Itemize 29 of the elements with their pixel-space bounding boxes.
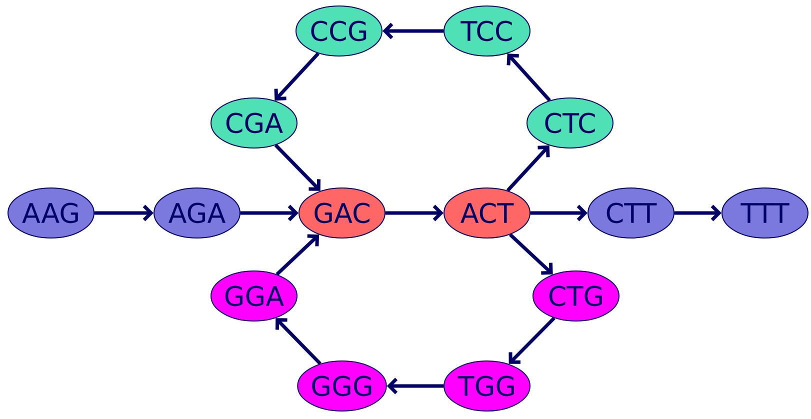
sequence-node: CCG <box>296 6 382 56</box>
sequence-node: CTG <box>532 270 620 322</box>
sequence-node: GGG <box>297 360 387 412</box>
sequence-node: TGG <box>444 360 530 412</box>
arrow <box>508 316 556 364</box>
arrow <box>530 204 588 222</box>
sequence-node: CGA <box>210 98 298 148</box>
arrow <box>274 52 320 101</box>
sequence-node: TCC <box>444 6 530 56</box>
sequence-node: CTT <box>588 188 674 238</box>
arrow <box>94 204 154 222</box>
sequence-node: TTT <box>722 188 808 238</box>
sequence-node: AGA <box>154 188 240 238</box>
sequence-node: CTC <box>526 98 614 148</box>
arrow <box>386 204 444 222</box>
arrow <box>386 378 444 394</box>
sequence-node: GAC <box>298 188 386 238</box>
sequence-node: GGA <box>210 270 298 322</box>
arrow <box>240 204 298 222</box>
arrow <box>276 234 320 276</box>
arrow <box>674 204 722 222</box>
sequence-node: ACT <box>444 188 530 238</box>
arrow <box>506 145 550 192</box>
sequence-node: AAG <box>8 188 94 238</box>
arrow <box>382 22 444 40</box>
arrow <box>276 318 322 365</box>
arrow <box>506 54 551 102</box>
arrow <box>274 144 320 191</box>
arrow <box>508 233 553 275</box>
